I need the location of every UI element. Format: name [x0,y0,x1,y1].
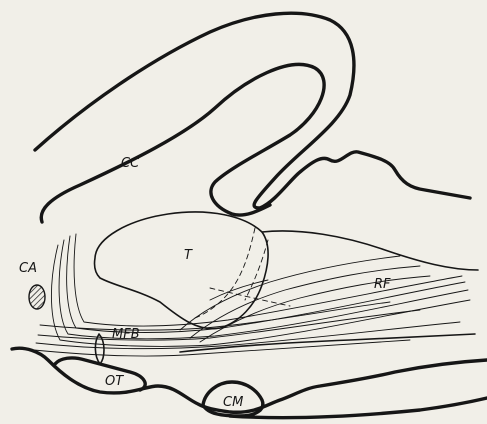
mfb-marker [95,334,104,364]
ventral-bottom-edge [230,398,487,418]
label-ot: OT [105,374,124,389]
brainstem-upper-contour [262,231,478,270]
label-t: T [184,248,193,263]
label-cc: CC [121,156,140,171]
dashed-boundary-2 [245,240,268,300]
label-rf: RF [374,277,391,292]
label-cm: CM [223,395,243,410]
dashed-boundary-3 [210,288,290,306]
optic-tract-outline [55,358,145,390]
corpus-callosum-outline [35,13,470,208]
thalamus-outline [95,212,269,329]
corpus-callosum-inner [41,64,324,222]
anterior-commissure-ellipse [29,285,45,309]
label-ca: CA [19,261,37,276]
label-mfb: MFB [112,327,140,342]
